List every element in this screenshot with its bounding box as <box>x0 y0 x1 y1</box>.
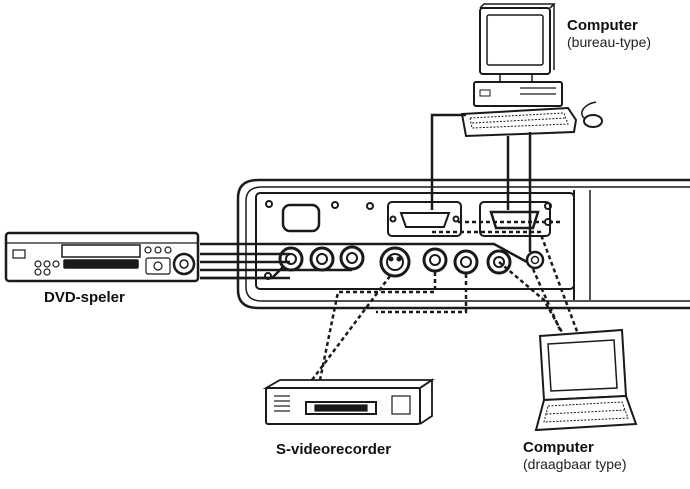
desktop-computer-title: Computer <box>567 17 638 34</box>
desktop-computer-subtitle: (bureau-type) <box>567 34 652 50</box>
dvd-cables <box>200 242 528 280</box>
s-video-jack <box>379 246 411 278</box>
computer-input-port <box>387 201 462 237</box>
laptop-computer-icon <box>534 328 638 432</box>
s-video-recorder-icon <box>262 378 435 425</box>
laptop-cables <box>432 220 580 335</box>
audio-jack <box>525 250 545 270</box>
desktop-computer-icon <box>460 3 603 138</box>
s-video-recorder-cables <box>311 272 468 381</box>
rca-jacks-right <box>422 247 512 275</box>
laptop-computer-title: Computer <box>523 439 594 456</box>
s-video-recorder-label: S-videorecorder <box>276 441 392 458</box>
desktop-computer-label: Computer (bureau-type) <box>567 17 651 50</box>
laptop-computer-subtitle: (draagbaar type) <box>523 456 627 472</box>
dvd-player-icon <box>4 231 200 283</box>
dvd-player-label: DVD-speler <box>44 289 125 306</box>
laptop-computer-label: Computer (draagbaar type) <box>523 439 627 472</box>
power-inlet <box>281 203 321 233</box>
